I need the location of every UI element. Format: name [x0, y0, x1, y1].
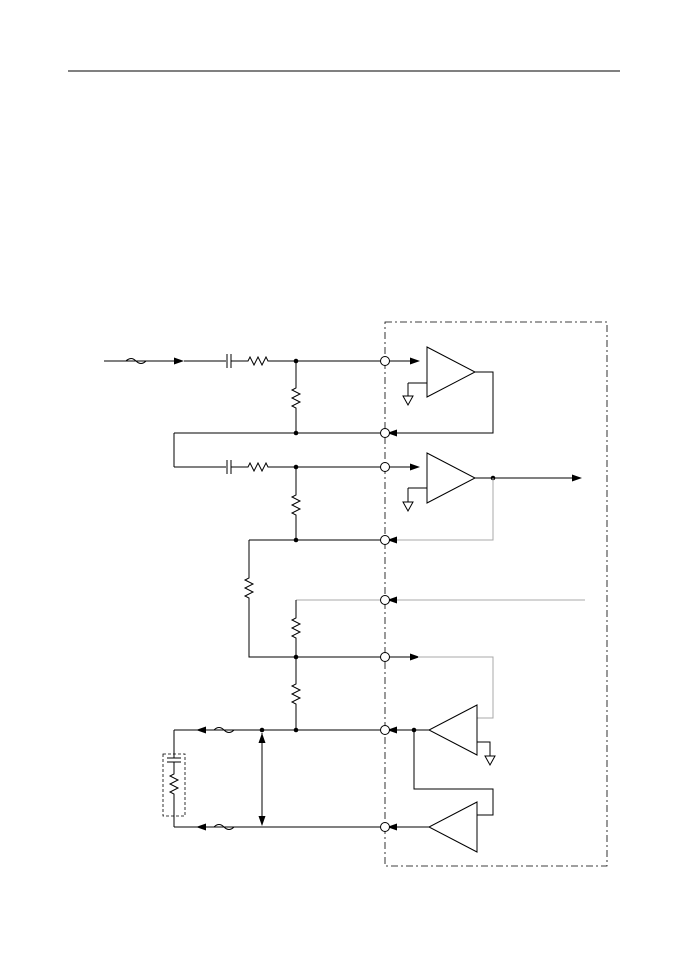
divider-resistor-upper [290, 600, 302, 657]
input-capacitor-2 [226, 460, 232, 474]
junction-dot [293, 537, 299, 543]
divider-resistor-lower [290, 657, 302, 730]
ground-icon [402, 501, 414, 513]
load-element [162, 730, 186, 827]
bias-resistor-1 [290, 361, 302, 433]
ground-icon [484, 755, 496, 767]
input-capacitor-1 [226, 354, 232, 368]
amplifier-2 [385, 452, 582, 544]
voltage-indicator-arrow [258, 733, 266, 826]
ic-terminals [380, 356, 390, 832]
input-resistor-2 [231, 461, 385, 473]
junction-dot [259, 727, 265, 733]
amplifier-3 [385, 704, 496, 767]
reference-input [385, 596, 585, 604]
junction-dot [293, 727, 299, 733]
junction-dot [293, 430, 299, 436]
bias-resistor-2 [290, 467, 302, 540]
input-resistor-1 [231, 355, 385, 367]
amplifier-1 [385, 346, 494, 437]
ground-icon [402, 395, 414, 407]
sense-line [385, 653, 494, 719]
input-signal-row-1 [104, 357, 226, 365]
series-resistor [243, 540, 385, 658]
amplifier-4 [385, 730, 494, 853]
ic-boundary [384, 321, 608, 867]
